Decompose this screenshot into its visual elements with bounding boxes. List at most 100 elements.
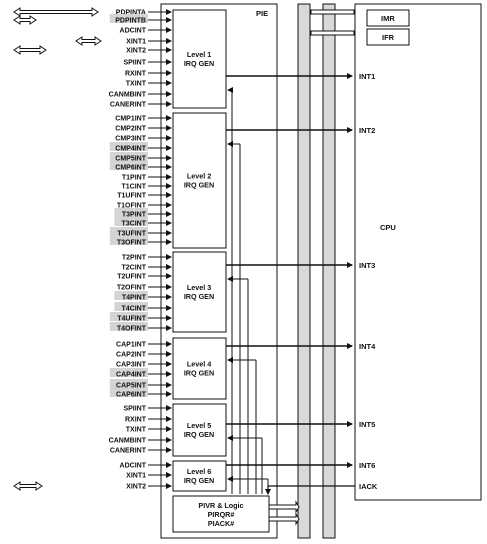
int6-label: INT6 (359, 461, 375, 470)
level-2-name: Level 2 (187, 172, 211, 181)
level-2-input-t3pint-label: T3PINT (122, 212, 147, 219)
level-5-sub: IRQ GEN (184, 430, 214, 439)
level-3-input-t2ofint-label: T2OFINT (117, 285, 147, 292)
level-6-name: Level 6 (187, 467, 211, 476)
imr-label: IMR (381, 14, 395, 23)
pdpinta-pin-arrow (13, 7, 99, 17)
level-2-input-t1pint-label: T1PINT (122, 175, 147, 182)
level-6-irq-gen-box (172, 460, 227, 492)
level-4-input-cap6int-highlight (109, 388, 148, 397)
level-1-name: Level 1 (187, 50, 211, 59)
peripheral-bus-2 (322, 3, 336, 539)
level-3-name: Level 3 (187, 283, 211, 292)
pivr-logic-box (172, 495, 270, 533)
level-6-input-xint1-label: XINT1 (126, 473, 146, 480)
pivr-line1: PIVR & Logic (198, 501, 243, 510)
level-3-input-t4pint-highlight (114, 291, 148, 300)
level-2-sub: IRQ GEN (184, 181, 214, 190)
level-3-input-t4ufint-highlight (109, 312, 148, 321)
int3-label: INT3 (359, 261, 375, 270)
level-1-input-spiint-label: SPIINT (123, 60, 146, 67)
level-1-input-rxint-label: RXINT (125, 71, 147, 78)
xint1-pin-arrow (75, 36, 102, 46)
level-2-input-t3cint-highlight (114, 217, 148, 226)
level-1-sub: IRQ GEN (184, 59, 214, 68)
level-4-input-cap3int-label: CAP3INT (116, 362, 147, 369)
xint2-level6-pin-arrow (13, 481, 43, 491)
level-1-input-pdpintb-label: PDPINTB (115, 18, 146, 25)
pdpintb-pin-arrow (13, 15, 37, 25)
level-4-name: Level 4 (187, 360, 211, 369)
level-3-sub: IRQ GEN (184, 292, 214, 301)
level-4-input-cap6int-label: CAP6INT (116, 392, 147, 399)
int4-label: INT4 (359, 342, 376, 351)
level-3-input-t4ofint-highlight (109, 322, 148, 331)
level-6-input-xint2-label: XINT2 (126, 484, 146, 491)
level-3-input-t2cint-label: T2CINT (122, 265, 147, 272)
level-5-input-rxint-label: RXINT (125, 417, 147, 424)
pivr-bus-arrows (268, 500, 300, 526)
level-1-input-xint1-label: XINT1 (126, 39, 146, 46)
level-return-lines (231, 90, 269, 494)
pivr-line2: PIRQR# (208, 510, 235, 519)
level-2-input-cmp3int-label: CMP3INT (115, 136, 146, 143)
level-3-irq-gen-box (172, 251, 227, 333)
level-2-input-cmp2int-label: CMP2INT (115, 126, 146, 133)
level-5-input-txint-label: TXINT (126, 427, 147, 434)
imr-register (366, 9, 410, 27)
level-1-input-pdpintb-highlight (109, 14, 148, 23)
level-3-input-t2pint-label: T2PINT (122, 255, 147, 262)
xint2-pin-arrow (13, 45, 47, 55)
level-2-input-cmp5int-highlight (109, 152, 148, 161)
level-2-input-t3ofint-highlight (109, 236, 148, 245)
level-5-input-spiint-label: SPIINT (123, 406, 146, 413)
pivr-line3: PIACK# (208, 519, 234, 528)
level-3-input-t4cint-highlight (114, 302, 148, 311)
level-6-sub: IRQ GEN (184, 476, 214, 485)
level-2-input-t3pint-highlight (114, 208, 148, 217)
level-4-irq-gen-box (172, 337, 227, 400)
level-4-sub: IRQ GEN (184, 369, 214, 378)
level-2-input-cmp1int-label: CMP1INT (115, 116, 146, 123)
level-2-input-t1ufint-label: T1UFINT (117, 193, 147, 200)
pie-label: PIE (256, 9, 268, 18)
ifr-label: IFR (382, 33, 395, 42)
int5-label: INT5 (359, 420, 375, 429)
level-3-input-t4ufint-label: T4UFINT (117, 316, 147, 323)
level-2-input-cmp6int-label: CMP6INT (115, 165, 146, 172)
level-1-irq-gen-box (172, 9, 227, 109)
cpu-label: CPU (380, 223, 396, 232)
level-5-input-canmbint-label: CANMBINT (109, 438, 147, 445)
level-2-irq-gen-box (172, 112, 227, 249)
level-2-input-t1cint-label: T1CINT (122, 184, 147, 191)
level-4-input-cap5int-highlight (109, 379, 148, 388)
level-1-input-txint-label: TXINT (126, 81, 147, 88)
level-4-input-cap1int-label: CAP1INT (116, 342, 147, 349)
level-1-input-canerint-label: CANERINT (110, 102, 147, 109)
level-3-input-t4ofint-label: T4OFINT (117, 326, 147, 333)
level-2-input-t1ofint-label: T1OFINT (117, 203, 147, 210)
level-2-input-t3ufint-highlight (109, 227, 148, 236)
level-2-input-t3ofint-label: T3OFINT (117, 240, 147, 247)
level-4-input-cap2int-label: CAP2INT (116, 352, 147, 359)
level-2-input-cmp4int-label: CMP4INT (115, 146, 146, 153)
level-3-input-t4cint-label: T4CINT (122, 306, 147, 313)
level-5-irq-gen-box (172, 403, 227, 457)
level-4-input-cap4int-label: CAP4INT (116, 372, 147, 379)
level-3-input-t2ufint-label: T2UFINT (117, 274, 147, 281)
level-1-input-canmbint-label: CANMBINT (109, 92, 147, 99)
level-2-input-cmp6int-highlight (109, 161, 148, 170)
level-3-input-t4pint-label: T4PINT (122, 295, 147, 302)
level-1-input-xint2-label: XINT2 (126, 48, 146, 55)
level-4-input-cap5int-label: CAP5INT (116, 383, 147, 390)
level-1-input-pdpinta-label: PDPINTA (116, 10, 146, 17)
peripheral-bus-1 (297, 3, 311, 539)
level-5-input-canerint-label: CANERINT (110, 448, 147, 455)
pie-box (160, 3, 278, 539)
